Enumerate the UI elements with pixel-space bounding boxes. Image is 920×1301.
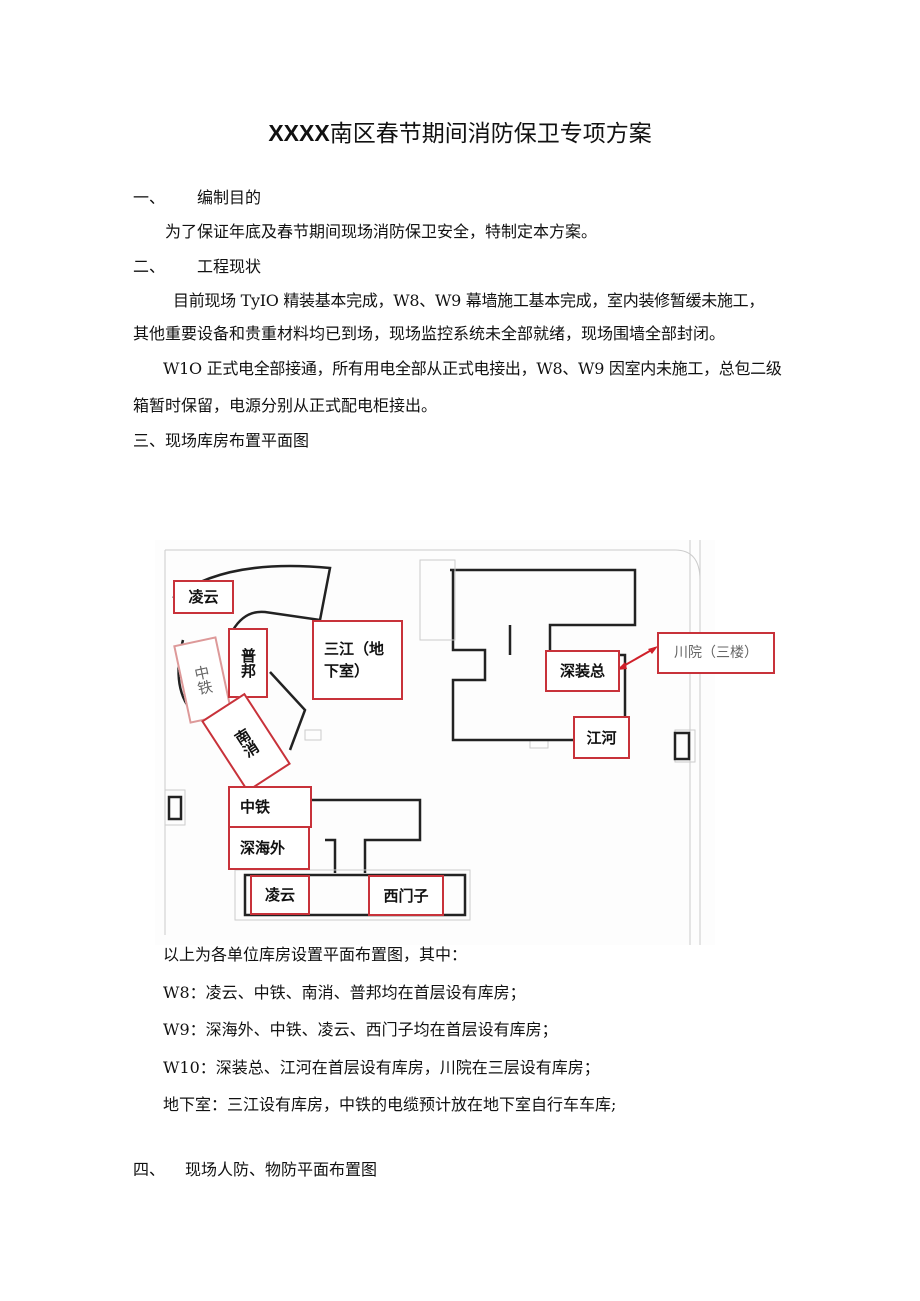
- title-prefix: XXXX: [268, 120, 330, 146]
- section-4-number: 四、: [133, 1160, 166, 1179]
- label-lingyun-w9: 凌云: [250, 875, 310, 915]
- note-w8: W8：凌云、中铁、南消、普邦均在首层设有库房；: [163, 983, 526, 1002]
- label-ximenzi: 西门子: [368, 875, 444, 916]
- page-title: XXXX南区春节期间消防保卫专项方案: [0, 119, 920, 148]
- label-chuanyuan-third-floor: 川院（三楼）: [657, 632, 775, 674]
- label-zhongtie-w9: 中铁: [228, 786, 312, 828]
- label-shenhaiwai: 深海外: [228, 826, 310, 870]
- label-lingyun-w8: 凌云: [173, 580, 234, 614]
- section-2-number: 二、: [133, 257, 166, 276]
- label-pubang: 普邦: [228, 628, 268, 698]
- label-sanjiang-basement: 三江（地下室）: [312, 620, 403, 700]
- chuanyuan-arrow: [619, 647, 656, 669]
- site-plan-diagram: 凌云 中铁 普邦 南消 三江（地下室） 深装总 江河 川院（三楼） 中铁 深海外…: [155, 540, 775, 945]
- status-paragraph-1-line-2: 其他重要设备和贵重材料均已到场，现场监控系统未全部就绪，现场围墙全部封闭。: [133, 324, 726, 343]
- purpose-paragraph: 为了保证年底及春节期间现场消防保卫安全，特制定本方案。: [165, 222, 598, 241]
- section-1-heading: 编制目的: [197, 188, 262, 207]
- label-jianghe: 江河: [573, 716, 630, 759]
- status-paragraph-2-line-2: 箱暂时保留，电源分别从正式配电柜接出。: [133, 396, 438, 415]
- section-1-number: 一、: [133, 188, 166, 207]
- notes-intro: 以上为各单位库房设置平面布置图，其中：: [163, 945, 468, 964]
- note-w10: W10：深装总、江河在首层设有库房，川院在三层设有库房；: [163, 1058, 600, 1077]
- note-basement: 地下室：三江设有库房，中铁的电缆预计放在地下室自行车车库;: [163, 1095, 617, 1114]
- arrow-head-icon: [648, 646, 658, 654]
- section-3-number: 三、: [133, 431, 166, 450]
- section-3-heading: 三、现场库房布置平面图: [133, 431, 309, 451]
- section-3-title: 现场库房布置平面图: [165, 431, 310, 450]
- status-paragraph-1-line-1: 目前现场 TyIO 精装基本完成，W8、W9 幕墙施工基本完成，室内装修暂缓未施…: [173, 291, 765, 310]
- section-4-heading: 现场人防、物防平面布置图: [185, 1160, 378, 1179]
- label-shenzhuangzong: 深装总: [545, 650, 620, 692]
- title-main: 南区春节期间消防保卫专项方案: [329, 121, 652, 147]
- gate-house: [673, 731, 691, 761]
- note-w9: W9：深海外、中铁、凌云、西门子均在首层设有库房；: [163, 1020, 558, 1039]
- status-paragraph-2-line-1: W1O 正式电全部接通，所有用电全部从正式电接出，W8、W9 因室内未施工，总包…: [163, 359, 782, 378]
- section-2-heading: 工程现状: [197, 257, 262, 276]
